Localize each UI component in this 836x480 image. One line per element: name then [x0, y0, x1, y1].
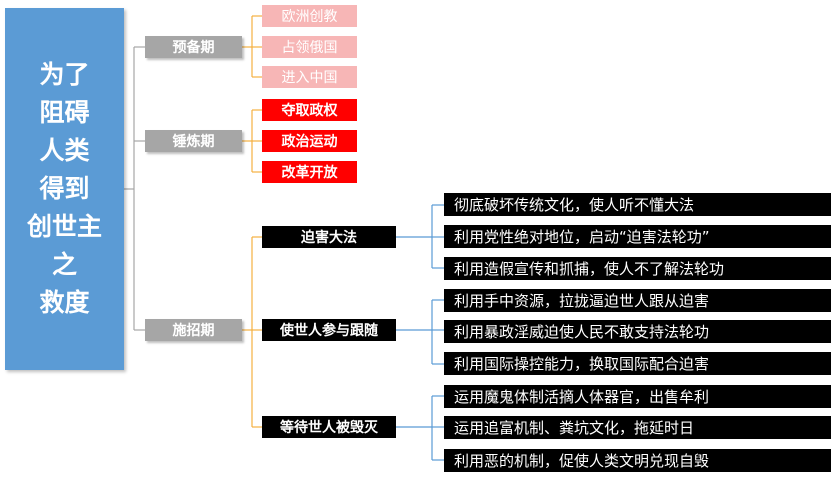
root-node: 为了 阻碍 人类 得到 创世主 之 救度 [5, 8, 124, 370]
sub-await-destruction: 等待世人被毁灭 [262, 416, 396, 438]
tempering-item: 改革开放 [262, 161, 357, 183]
phase-execution: 施招期 [145, 319, 242, 341]
sub-make-people-follow: 使世人参与跟随 [262, 319, 396, 341]
sub-persecute-dafa: 迫害大法 [262, 226, 396, 248]
leaf-item: 运用魔鬼体制活摘人体器官，出售牟利 [444, 385, 831, 408]
tempering-item: 政治运动 [262, 130, 357, 152]
tempering-item: 夺取政权 [262, 99, 357, 121]
leaf-item: 利用恶的机制，促使人类文明兑现自毁 [444, 449, 831, 472]
leaf-item: 利用暴政淫威迫使人民不敢支持法轮功 [444, 320, 831, 343]
leaf-item: 彻底破坏传统文化，使人听不懂大法 [444, 193, 831, 216]
leaf-item: 运用追富机制、粪坑文化，拖延时日 [444, 416, 831, 439]
phase-preparation: 预备期 [145, 36, 242, 58]
preparation-item: 欧洲创教 [262, 5, 357, 27]
preparation-item: 占领俄国 [262, 36, 357, 58]
leaf-item: 利用党性绝对地位，启动“迫害法轮功” [444, 225, 831, 248]
root-title: 为了 阻碍 人类 得到 创世主 之 救度 [26, 60, 102, 317]
leaf-item: 利用造假宣传和抓捕，使人不了解法轮功 [444, 257, 831, 280]
leaf-item: 利用国际操控能力，换取国际配合迫害 [444, 352, 831, 375]
preparation-item: 进入中国 [262, 66, 357, 88]
leaf-item: 利用手中资源，拉拢逼迫世人跟从迫害 [444, 289, 831, 312]
phase-tempering: 锤炼期 [145, 130, 242, 152]
